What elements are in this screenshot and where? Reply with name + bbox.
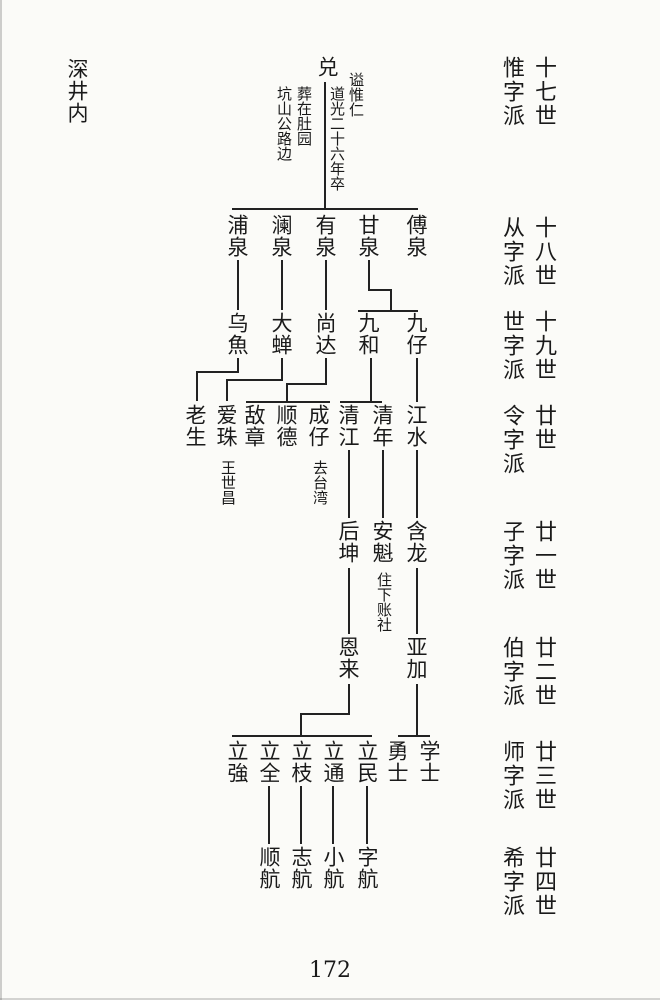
person-name: 敌章 xyxy=(242,404,266,448)
connector-line xyxy=(300,786,302,844)
connector-line xyxy=(368,289,390,291)
generation-number: 廿一世 xyxy=(531,520,556,592)
person-name: 江水 xyxy=(404,404,428,448)
annotation-posthumous: 谥惟仁 xyxy=(347,72,365,117)
connector-line xyxy=(366,786,368,844)
generation-number: 十八世 xyxy=(531,216,556,288)
person-name: 清江 xyxy=(336,404,360,448)
annotation-note: 去台湾 xyxy=(311,460,329,505)
annotation-burial: 坑山公路边 xyxy=(275,86,293,161)
generation-pai: 希字派 xyxy=(499,846,524,918)
person-name: 九仔 xyxy=(404,312,428,356)
connector-line xyxy=(286,383,327,385)
person-name: 澜泉 xyxy=(269,214,293,258)
generation-number: 廿二世 xyxy=(531,636,556,708)
generation-pai: 伯字派 xyxy=(499,636,524,708)
person-name: 兑 xyxy=(315,56,339,78)
connector-line xyxy=(340,401,382,403)
connector-line xyxy=(226,379,283,381)
connector-line xyxy=(237,260,239,310)
person-name: 浦泉 xyxy=(225,214,249,258)
connector-line xyxy=(390,289,392,311)
annotation-burial: 葬在肚园 xyxy=(295,86,313,146)
generation-pai: 令字派 xyxy=(499,404,524,476)
connector-line xyxy=(196,371,239,373)
person-name: 恩来 xyxy=(336,636,360,680)
person-name: 字航 xyxy=(355,846,379,890)
connector-line xyxy=(416,684,418,736)
person-name: 乌魚 xyxy=(225,312,249,356)
person-name: 立全 xyxy=(257,740,281,784)
generation-pai: 惟字派 xyxy=(499,56,524,128)
connector-line xyxy=(368,260,370,290)
connector-line xyxy=(286,383,288,401)
generation-pai: 世字派 xyxy=(499,310,524,382)
generation-number: 廿四世 xyxy=(531,846,556,918)
person-name: 志航 xyxy=(289,846,313,890)
person-name: 九和 xyxy=(356,312,380,356)
connector-line xyxy=(237,358,239,372)
person-name: 立枝 xyxy=(289,740,313,784)
scan-edge xyxy=(0,0,2,1000)
person-name: 有泉 xyxy=(313,214,337,258)
connector-line xyxy=(358,310,418,312)
person-name: 尚达 xyxy=(313,312,337,356)
scan-edge xyxy=(0,998,660,1000)
person-name: 傅泉 xyxy=(404,214,428,258)
annotation-death: 道光二十六年卒 xyxy=(328,86,346,191)
connector-line xyxy=(348,450,350,518)
person-name: 学士 xyxy=(417,740,441,784)
generation-number: 廿世 xyxy=(531,404,556,452)
person-name: 含龙 xyxy=(404,520,428,564)
connector-line xyxy=(300,713,350,715)
generation-number: 廿三世 xyxy=(531,740,556,812)
connector-line xyxy=(268,786,270,844)
connector-line xyxy=(398,735,430,737)
generation-pai: 师字派 xyxy=(499,740,524,812)
person-name: 大蝉 xyxy=(269,312,293,356)
connector-line xyxy=(416,450,418,518)
generation-number: 十七世 xyxy=(531,56,556,128)
page-number: 172 xyxy=(309,958,351,983)
connector-line xyxy=(382,450,384,518)
person-name: 甘泉 xyxy=(356,214,380,258)
connector-line xyxy=(246,401,330,403)
connector-line xyxy=(196,371,198,401)
connector-line xyxy=(416,358,418,402)
connector-line xyxy=(416,568,418,634)
person-name: 亚加 xyxy=(404,636,428,680)
connector-line xyxy=(325,358,327,384)
annotation-note: 住下账社 xyxy=(375,572,393,632)
connector-line xyxy=(300,713,302,736)
annotation-note: 王世昌 xyxy=(219,460,237,505)
connector-line xyxy=(325,260,327,310)
person-name: 立強 xyxy=(225,740,249,784)
connector-line xyxy=(348,684,350,714)
person-name: 清年 xyxy=(370,404,394,448)
person-name: 成仔 xyxy=(306,404,330,448)
person-name: 安魁 xyxy=(370,520,394,564)
connector-line xyxy=(332,786,334,844)
generation-pai: 从字派 xyxy=(499,216,524,288)
person-name: 老生 xyxy=(183,404,207,448)
person-name: 立通 xyxy=(321,740,345,784)
person-name: 立民 xyxy=(355,740,379,784)
generation-number: 十九世 xyxy=(531,310,556,382)
connector-line xyxy=(370,358,372,402)
connector-line xyxy=(281,260,283,310)
generation-pai: 子字派 xyxy=(499,520,524,592)
connector-line xyxy=(281,358,283,380)
person-name: 顺德 xyxy=(274,404,298,448)
person-name: 爱珠 xyxy=(214,404,238,448)
person-name: 后坤 xyxy=(336,520,360,564)
person-name: 勇士 xyxy=(385,740,409,784)
person-name: 顺航 xyxy=(257,846,281,890)
connector-line xyxy=(232,208,418,210)
connector-line xyxy=(232,735,372,737)
place-label: 深井内 xyxy=(65,58,89,124)
person-name: 小航 xyxy=(321,846,345,890)
connector-line xyxy=(324,82,326,210)
connector-line xyxy=(226,379,228,401)
connector-line xyxy=(348,568,350,634)
